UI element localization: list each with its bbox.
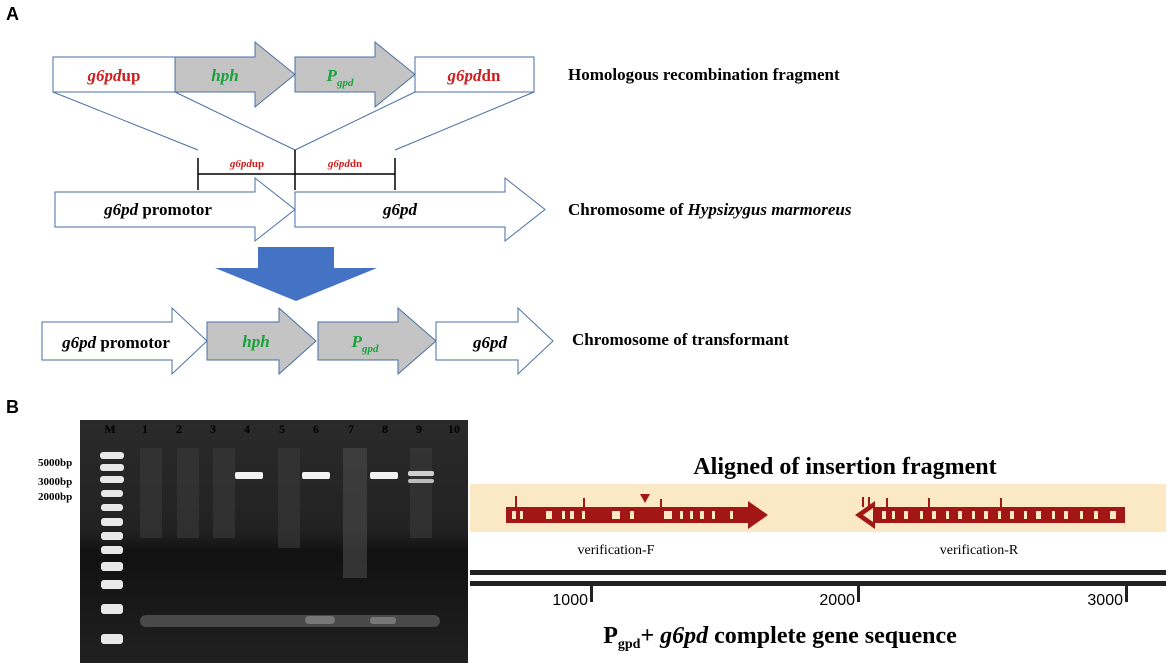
ladder-2000: 2000bp xyxy=(38,491,72,503)
g6pd-promotor-arrow xyxy=(54,176,296,243)
lane-6: 6 xyxy=(313,422,319,436)
t-promotor-label: g6pd promotor xyxy=(61,333,170,352)
panel-a-label: A xyxy=(6,4,19,24)
gel-image xyxy=(80,420,468,663)
hph-arrow xyxy=(174,40,296,109)
g6pd-gene-arrow xyxy=(294,176,546,243)
lane-labels: M 1 2 3 4 5 6 7 8 9 10 xyxy=(104,422,460,436)
g6pddn-box xyxy=(414,56,535,93)
read-verification-r: verification-R xyxy=(855,497,1125,558)
ladder-bands xyxy=(100,452,124,644)
projection-lines xyxy=(52,91,535,151)
lane-9: 9 xyxy=(416,422,422,436)
lane-3: 3 xyxy=(210,422,216,436)
lane-M: M xyxy=(104,422,115,436)
t-g6pd-arrow xyxy=(435,306,554,376)
lane-4: 4 xyxy=(244,422,250,436)
reference-axis: 1000 2000 3000 xyxy=(470,570,1166,609)
transformation-arrow xyxy=(215,247,377,301)
panel-b-label: B xyxy=(6,397,19,417)
lane-1: 1 xyxy=(142,422,148,436)
pgpd-label: Pgpd xyxy=(326,66,354,89)
sequence-caption: Pgpd+ g6pd complete gene sequence xyxy=(603,623,957,652)
ladder-5000: 5000bp xyxy=(38,457,72,469)
t-g6pd-label: g6pd xyxy=(472,333,508,352)
homology-markers: g6pdup g6pddn xyxy=(197,150,396,190)
hph-label: hph xyxy=(211,66,238,85)
row2-caption: Chromosome of Hypsizygus marmoreus xyxy=(568,200,852,219)
wild-type-chromosome: g6pd promotor g6pd Chromosome of Hypsizy… xyxy=(54,176,852,243)
g6pdup-label: g6pdup xyxy=(87,66,141,85)
ladder-labels: 5000bp 3000bp 2000bp xyxy=(38,457,72,503)
g6pd-promotor-label: g6pd promotor xyxy=(103,200,212,219)
alignment-title: Aligned of insertion fragment xyxy=(693,454,996,480)
lane-2: 2 xyxy=(176,422,182,436)
tick-2000: 2000 xyxy=(819,592,855,609)
lane-5: 5 xyxy=(279,422,285,436)
read-f-label: verification-F xyxy=(578,543,655,558)
marker-g6pdup: g6pdup xyxy=(229,158,264,170)
ladder-3000: 3000bp xyxy=(38,476,72,488)
t-pgpd-label: Pgpd xyxy=(351,332,379,355)
g6pddn-label: g6pddn xyxy=(447,66,501,85)
marker-g6pddn: g6pddn xyxy=(327,158,362,170)
read-r-label: verification-R xyxy=(940,543,1019,558)
t-promotor-arrow xyxy=(41,306,208,376)
g6pd-gene-label: g6pd xyxy=(382,200,418,219)
row3-caption: Chromosome of transformant xyxy=(572,330,789,349)
transformant-chromosome: g6pd promotor hph Pgpd g6pd Chromosome o… xyxy=(41,306,789,376)
t-hph-arrow xyxy=(206,306,317,376)
row1-caption: Homologous recombination fragment xyxy=(568,65,840,84)
read-verification-f: verification-F xyxy=(506,494,768,558)
sample-bands xyxy=(235,471,434,483)
recombination-fragment: g6pdup hph Pgpd g6pddn Homologous recomb… xyxy=(52,40,840,109)
lane-7: 7 xyxy=(348,422,354,436)
tick-3000: 3000 xyxy=(1087,592,1123,609)
t-hph-label: hph xyxy=(242,332,269,351)
lane-8: 8 xyxy=(382,422,388,436)
pgpd-arrow xyxy=(294,40,416,109)
tick-1000: 1000 xyxy=(552,592,588,609)
t-pgpd-arrow xyxy=(317,306,437,376)
lane-10: 10 xyxy=(448,422,460,436)
